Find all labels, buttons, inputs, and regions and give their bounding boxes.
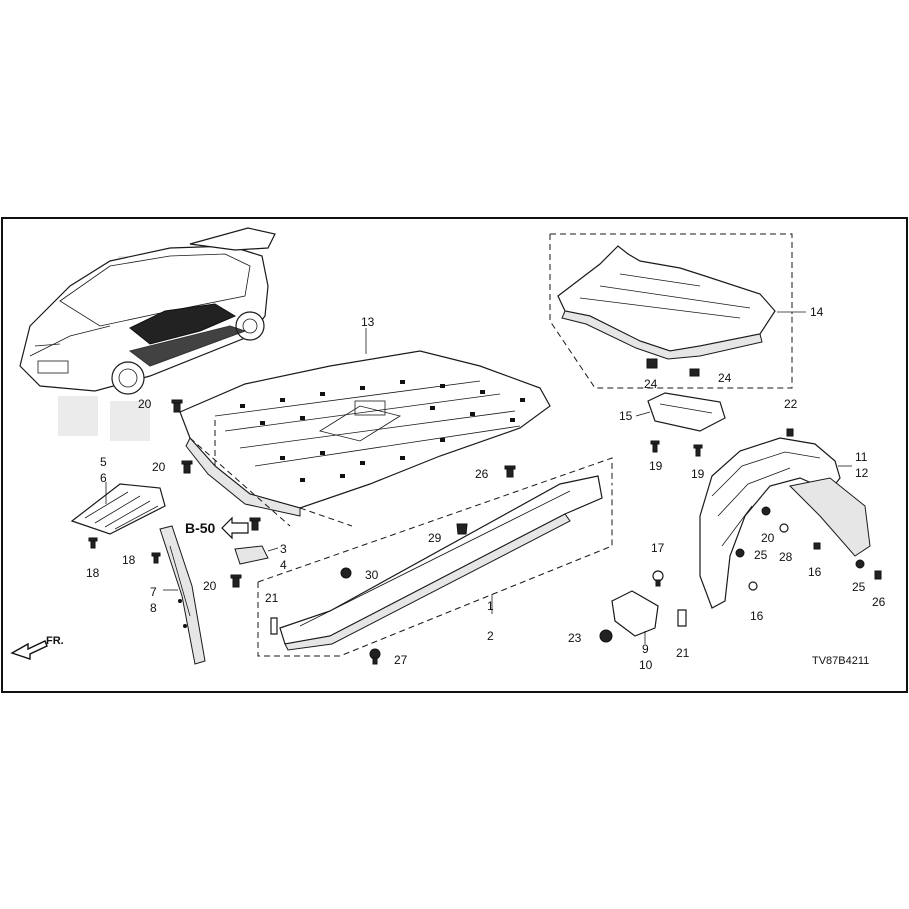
callout-19a: 19 [649,459,663,473]
diagram-code: TV87B4211 [812,655,869,667]
car-overview [19,227,276,441]
callout-27: 27 [394,653,408,667]
callout-13: 13 [361,315,375,329]
callout-5: 5 [100,455,107,469]
callout-25b: 25 [852,580,866,594]
callout-28: 28 [779,550,793,564]
cover-15 [635,392,726,432]
callout-12: 12 [855,466,869,480]
callout-18a: 18 [86,566,100,580]
callout-26a: 26 [475,467,489,481]
callout-2: 2 [487,629,494,643]
callout-1: 1 [487,599,494,613]
front-marker-label: FR. [46,635,64,647]
callout-21b: 21 [676,646,690,660]
callout-29: 29 [428,531,442,545]
parts-diagram: FR. B-50 13 14 24 24 15 19 19 22 11 12 2… [0,216,909,694]
callout-17: 17 [651,541,665,555]
callout-6: 6 [100,471,107,485]
callout-11: 11 [855,450,868,464]
pillar-garnish [159,525,206,665]
bracket-3-4 [234,545,279,565]
callout-20a: 20 [138,397,152,411]
callout-9: 9 [642,642,649,656]
fender-liner [699,437,871,609]
callout-25a: 25 [754,548,768,562]
side-sill-garnish [257,457,613,657]
callout-15: 15 [619,409,633,423]
undercover-14 [549,233,806,389]
reference-b50: B-50 [185,516,249,540]
callout-18b: 18 [122,553,136,567]
callout-3: 3 [280,542,287,556]
fasteners [88,399,882,665]
callout-14: 14 [810,305,824,319]
bracket-9-10 [611,590,659,644]
callout-20d: 20 [761,531,775,545]
callout-26b: 26 [872,595,886,609]
reference-label: B-50 [185,520,216,536]
callout-20b: 20 [152,460,166,474]
callout-23: 23 [568,631,582,645]
vent-trim [70,482,166,535]
callout-22: 22 [784,397,798,411]
front-arrow: FR. [10,635,64,660]
diagram-canvas: FR. B-50 13 14 24 24 15 19 19 22 11 12 2… [1,217,908,693]
callout-7: 7 [150,585,157,599]
callout-19b: 19 [691,467,705,481]
callout-24b: 24 [718,371,732,385]
callout-24a: 24 [644,377,658,391]
callout-8: 8 [150,601,157,615]
callout-10: 10 [639,658,653,672]
callout-21a: 21 [265,591,279,605]
callout-30: 30 [365,568,379,582]
callout-4: 4 [280,558,287,572]
callout-numbers: 13 14 24 24 15 19 19 22 11 12 20 20 20 2… [86,305,886,672]
callout-16a: 16 [750,609,764,623]
callout-16b: 16 [808,565,822,579]
undercover-13 [179,328,551,527]
callout-20c: 20 [203,579,217,593]
